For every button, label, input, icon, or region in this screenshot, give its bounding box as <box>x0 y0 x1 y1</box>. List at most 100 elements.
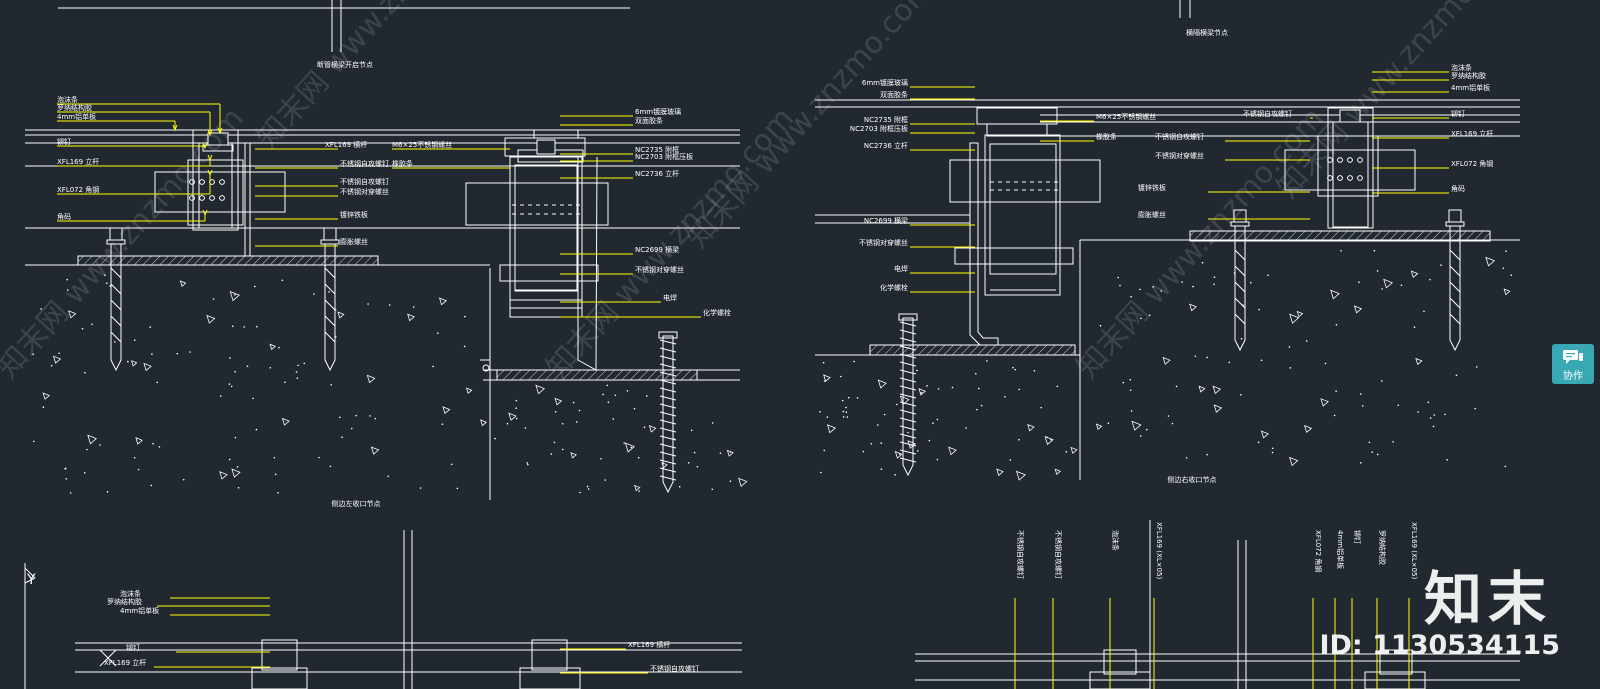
aggregate-dot <box>1289 367 1292 369</box>
aggregate-dot <box>182 478 185 481</box>
caption-top-left: 断管横梁开启节点 <box>317 60 373 69</box>
aggregate-dot <box>840 375 842 378</box>
aggregate-stone <box>1415 357 1423 366</box>
aggregate-dot <box>820 471 822 474</box>
leader-line <box>57 111 213 137</box>
aggregate-dot <box>719 452 722 454</box>
collab-button[interactable]: 协作 <box>1552 344 1594 384</box>
watermark-text: 知末网 www.znzmo.com <box>250 0 511 155</box>
aggregate-dot <box>432 365 434 368</box>
aggregate-dot <box>1129 378 1132 381</box>
aggregate-dot <box>1376 453 1379 456</box>
callout-label: XFL169 横杆 <box>325 140 367 149</box>
aggregate-dot <box>339 416 341 419</box>
aggregate-stone <box>738 477 748 488</box>
aggregate-stone <box>281 417 290 426</box>
callout-label: NC2735 附框 <box>864 115 908 124</box>
aggregate-stone <box>1410 270 1419 279</box>
callout-label: M6×25不锈钢螺丝 <box>392 140 452 149</box>
callout-label: 泡沫条 <box>57 95 78 104</box>
aggregate-dot <box>842 416 845 418</box>
aggregate-dot <box>1152 286 1154 288</box>
aggregate-dot <box>561 422 564 425</box>
callout-label: XFL169 立杆 <box>104 658 146 667</box>
aggregate-dot <box>1340 249 1342 252</box>
aggregate-dot <box>463 345 466 348</box>
aggregate-dot <box>32 353 34 355</box>
aggregate-dot <box>237 486 240 489</box>
aggregate-dot <box>253 285 256 288</box>
aggregate-dot <box>1206 356 1208 359</box>
aggregate-dot <box>1446 459 1448 461</box>
aggregate-dot <box>693 451 696 454</box>
aggregate-stone <box>1330 289 1340 300</box>
aggregate-dot <box>515 407 517 409</box>
aggregate-dot <box>527 463 529 466</box>
aggregate-stone <box>42 392 51 400</box>
aggregate-dot <box>334 308 337 311</box>
aggregate-stone <box>219 471 228 480</box>
aggregate-dot <box>441 423 444 425</box>
aggregate-dot <box>69 492 72 494</box>
aggregate-dot <box>1440 264 1442 266</box>
aggregate-dot <box>870 442 873 445</box>
aggregate-dot <box>842 410 845 413</box>
aggregate-dot <box>678 485 681 488</box>
angle-steel <box>577 156 598 371</box>
aggregate-dot <box>575 421 578 423</box>
aggregate-dot <box>690 429 693 432</box>
aggregate-dot <box>1228 361 1231 364</box>
aggregate-dot <box>99 444 101 446</box>
aggregate-dot <box>176 352 179 355</box>
aggregate-dot <box>515 399 518 402</box>
aggregate-dot <box>1033 370 1036 372</box>
aggregate-dot <box>255 428 258 431</box>
aggregate-dot <box>553 441 556 444</box>
aggregate-dot <box>606 384 609 387</box>
aggregate-dot <box>579 491 581 494</box>
bolt-hole <box>1357 157 1363 163</box>
leader-line <box>57 142 208 150</box>
aggregate-dot <box>1213 276 1216 278</box>
aggregate-dot <box>1099 324 1102 327</box>
callout-label: 电焊 <box>663 293 677 302</box>
aggregate-dot <box>729 480 732 482</box>
aggregate-dot <box>1381 380 1383 382</box>
aggregate-dot <box>313 293 315 295</box>
callout-label: 泡沫条 <box>1111 530 1120 551</box>
callout-label: XFL169 (XL×05) <box>1410 522 1418 580</box>
aggregate-dot <box>1130 295 1132 298</box>
callout-label: 膨胀螺丝 <box>1138 210 1166 219</box>
aggregate-dot <box>819 411 821 413</box>
callout-label: 不锈钢对穿螺丝 <box>340 187 389 196</box>
aggregate-stone <box>407 313 415 322</box>
aggregate-dot <box>1417 411 1419 413</box>
aggregate-dot <box>328 291 330 293</box>
aggregate-dot <box>330 383 333 386</box>
aggregate-dot <box>419 487 422 489</box>
aggregate-dot <box>494 437 496 440</box>
callout-label: XFL169 横杆 <box>628 640 670 649</box>
callout-label: NC2699 横梁 <box>864 216 908 225</box>
aggregate-dot <box>303 362 306 365</box>
aggregate-dot <box>1167 415 1170 417</box>
aggregate-dot <box>1432 425 1435 428</box>
aggregate-dot <box>156 381 159 384</box>
aggregate-dot <box>1305 340 1308 342</box>
bolt-hole <box>219 179 225 185</box>
aggregate-dot <box>1361 405 1364 407</box>
aggregate-dot <box>561 448 564 451</box>
aggregate-dot <box>1423 310 1425 313</box>
aggregate-dot <box>1242 304 1244 306</box>
aggregate-dot <box>554 411 557 413</box>
aggregate-stone <box>231 468 241 478</box>
aggregate-stone <box>442 406 451 415</box>
aggregate-stone <box>370 446 380 455</box>
aggregate-dot <box>986 360 988 362</box>
aggregate-dot <box>841 399 844 402</box>
callout-label: 膨胀螺丝 <box>340 237 368 246</box>
aggregate-dot <box>436 332 439 334</box>
aggregate-stone <box>624 442 636 453</box>
aggregate-dot <box>1139 288 1141 291</box>
